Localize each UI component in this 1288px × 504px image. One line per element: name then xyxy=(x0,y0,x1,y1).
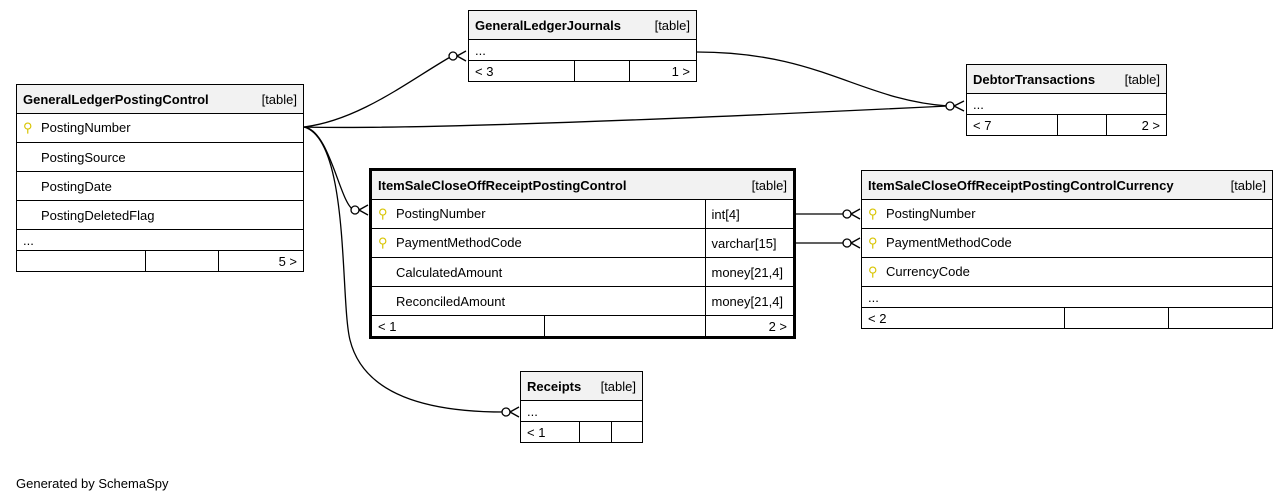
nav-spacer xyxy=(573,60,630,81)
column-name: PostingSource xyxy=(41,149,126,165)
link-glpc-glj xyxy=(303,55,453,128)
column-name: PostingNumber xyxy=(41,120,131,135)
table-debtor-transactions[interactable]: DebtorTransactions [table] ... < 7 2 > xyxy=(966,64,1167,136)
primary-key-icon: ⚲ xyxy=(23,120,33,135)
column-type: money[21,4] xyxy=(704,286,793,316)
column-name: ReconciledAmount xyxy=(396,293,506,309)
primary-key-icon: ⚲ xyxy=(378,206,388,221)
table-general-ledger-posting-control[interactable]: GeneralLedgerPostingControl [table] ⚲ Post… xyxy=(16,84,304,272)
column-type: money[21,4] xyxy=(704,257,793,287)
table-kind: [table] xyxy=(1124,71,1160,87)
more-columns-ellipsis: ... xyxy=(17,229,303,251)
table-item-sale-close-off-receipt-posting-control-currency[interactable]: ItemSaleCloseOffReceiptPostingControlCur… xyxy=(861,170,1273,329)
parents-count[interactable]: < 2 xyxy=(862,307,1065,328)
parents-count[interactable] xyxy=(17,250,146,271)
column-type: varchar[15] xyxy=(704,228,793,258)
column-type: int[4] xyxy=(704,199,793,229)
primary-key-icon: ⚲ xyxy=(868,264,878,279)
more-columns-ellipsis: ... xyxy=(469,39,696,61)
children-count xyxy=(610,421,642,442)
nav-spacer xyxy=(543,315,706,336)
link-glpc-iscorpc xyxy=(303,126,355,211)
table-name: DebtorTransactions xyxy=(973,71,1096,87)
more-columns-ellipsis: ... xyxy=(967,93,1166,115)
table-receipts[interactable]: Receipts [table] ... < 1 xyxy=(520,371,643,443)
primary-key-icon: ⚲ xyxy=(868,235,878,250)
column-name: PostingNumber xyxy=(396,206,486,221)
table-item-sale-close-off-receipt-posting-control[interactable]: ItemSaleCloseOffReceiptPostingControl [ta… xyxy=(369,168,796,339)
children-count[interactable]: 1 > xyxy=(628,60,696,81)
parents-count[interactable]: < 1 xyxy=(372,315,545,336)
parents-count[interactable]: < 3 xyxy=(469,60,575,81)
table-name: GeneralLedgerPostingControl xyxy=(23,91,209,107)
nav-spacer xyxy=(578,421,612,442)
table-kind: [table] xyxy=(1230,177,1266,193)
nav-spacer xyxy=(1063,307,1169,328)
column-name: CurrencyCode xyxy=(886,264,970,279)
column-name: PostingNumber xyxy=(886,206,976,221)
column-name: PaymentMethodCode xyxy=(886,235,1012,250)
table-name: Receipts xyxy=(527,378,582,394)
table-kind: [table] xyxy=(261,91,297,107)
table-kind: [table] xyxy=(600,378,636,394)
table-name: ItemSaleCloseOffReceiptPostingControl xyxy=(378,177,627,193)
table-name: GeneralLedgerJournals xyxy=(475,17,621,33)
parents-count[interactable]: < 1 xyxy=(521,421,580,442)
more-columns-ellipsis: ... xyxy=(521,400,642,422)
generated-by-footer: Generated by SchemaSpy xyxy=(16,476,169,491)
parents-count[interactable]: < 7 xyxy=(967,114,1058,135)
table-kind: [table] xyxy=(654,17,690,33)
column-name: PostingDeletedFlag xyxy=(41,207,155,223)
table-name: ItemSaleCloseOffReceiptPostingControlCur… xyxy=(868,177,1174,193)
column-name: PostingDate xyxy=(41,178,112,194)
children-count xyxy=(1167,307,1272,328)
primary-key-icon: ⚲ xyxy=(868,206,878,221)
more-columns-ellipsis: ... xyxy=(862,286,1272,308)
children-count[interactable]: 2 > xyxy=(1105,114,1166,135)
column-name: CalculatedAmount xyxy=(396,264,503,280)
link-glj-dt xyxy=(696,51,949,107)
link-glpc-dt xyxy=(303,105,949,129)
children-count[interactable]: 2 > xyxy=(704,315,793,336)
table-kind: [table] xyxy=(751,177,787,193)
nav-spacer xyxy=(1056,114,1107,135)
nav-spacer xyxy=(144,250,219,271)
table-general-ledger-journals[interactable]: GeneralLedgerJournals [table] ... < 3 1 > xyxy=(468,10,697,82)
primary-key-icon: ⚲ xyxy=(378,235,388,250)
column-name: PaymentMethodCode xyxy=(396,235,522,250)
children-count[interactable]: 5 > xyxy=(217,250,303,271)
